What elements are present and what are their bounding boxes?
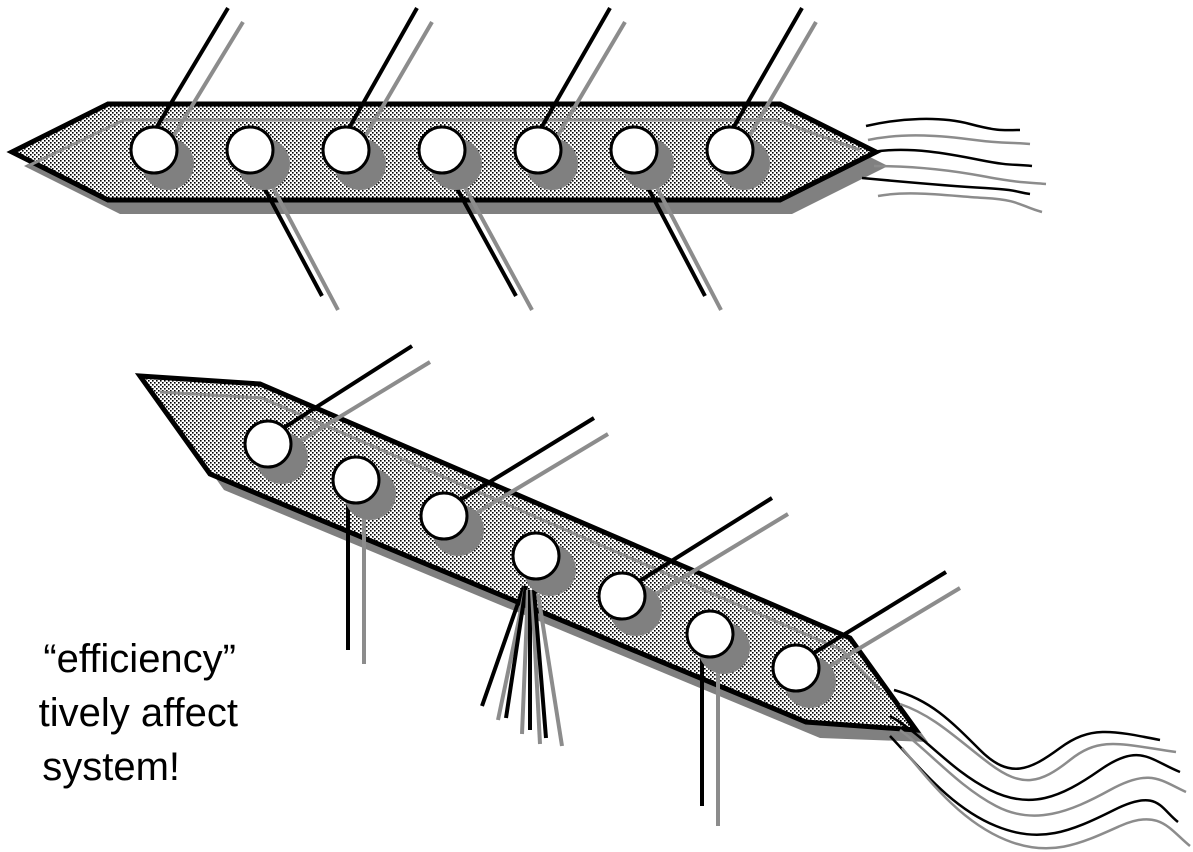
bottom-node-3 [421,493,467,539]
bottom-node-6 [687,611,733,657]
top-arrow-figure [12,8,1046,310]
top-tail-lines [862,119,1046,212]
bottom-node-5 [599,573,645,619]
bottom-tail-lines [890,690,1190,848]
bottom-node-4 [513,533,559,579]
caption-line-3: system! [42,745,180,789]
caption-line-1: “efficiency” [43,637,236,681]
top-node-1 [131,127,177,173]
top-node-4 [419,127,465,173]
top-node-3 [323,127,369,173]
top-node-7 [707,127,753,173]
caption-line-2: tively affect [39,691,238,735]
bottom-node-2 [333,457,379,503]
caption-text: “efficiency” tively affect system! [39,637,238,789]
top-node-2 [227,127,273,173]
bottom-node-1 [245,421,291,467]
top-node-6 [611,127,657,173]
bottom-arrow-figure [140,346,1190,848]
bottom-node-7 [773,645,819,691]
top-node-5 [515,127,561,173]
